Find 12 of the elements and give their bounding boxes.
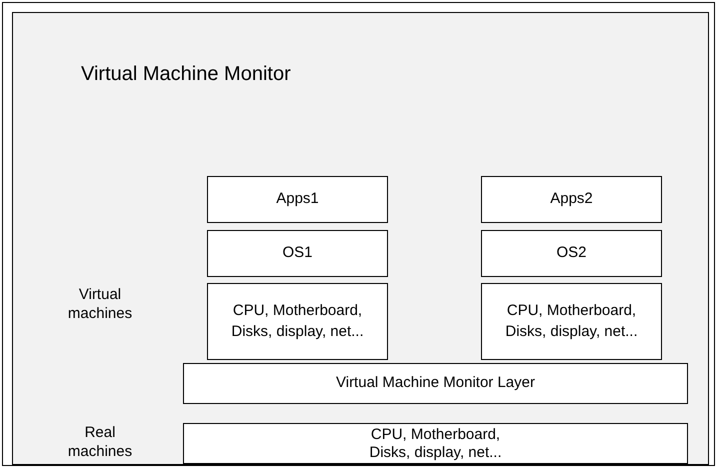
layer-box: Apps2: [481, 176, 662, 223]
layer-box: CPU, Motherboard, Disks, display, net...: [207, 283, 388, 360]
layer-box: Apps1: [207, 176, 388, 223]
side-label: Real machines: [66, 424, 134, 462]
side-label: Virtual machines: [66, 286, 134, 324]
layer-box: OS2: [481, 230, 662, 277]
layer-box: OS1: [207, 230, 388, 277]
layer-box: CPU, Motherboard, Disks, display, net...: [183, 423, 688, 464]
layer-box: Virtual Machine Monitor Layer: [183, 363, 688, 404]
panel-title: Virtual Machine Monitor: [81, 63, 291, 86]
monitor-panel: [12, 12, 709, 465]
layer-box: CPU, Motherboard, Disks, display, net...: [481, 283, 662, 360]
